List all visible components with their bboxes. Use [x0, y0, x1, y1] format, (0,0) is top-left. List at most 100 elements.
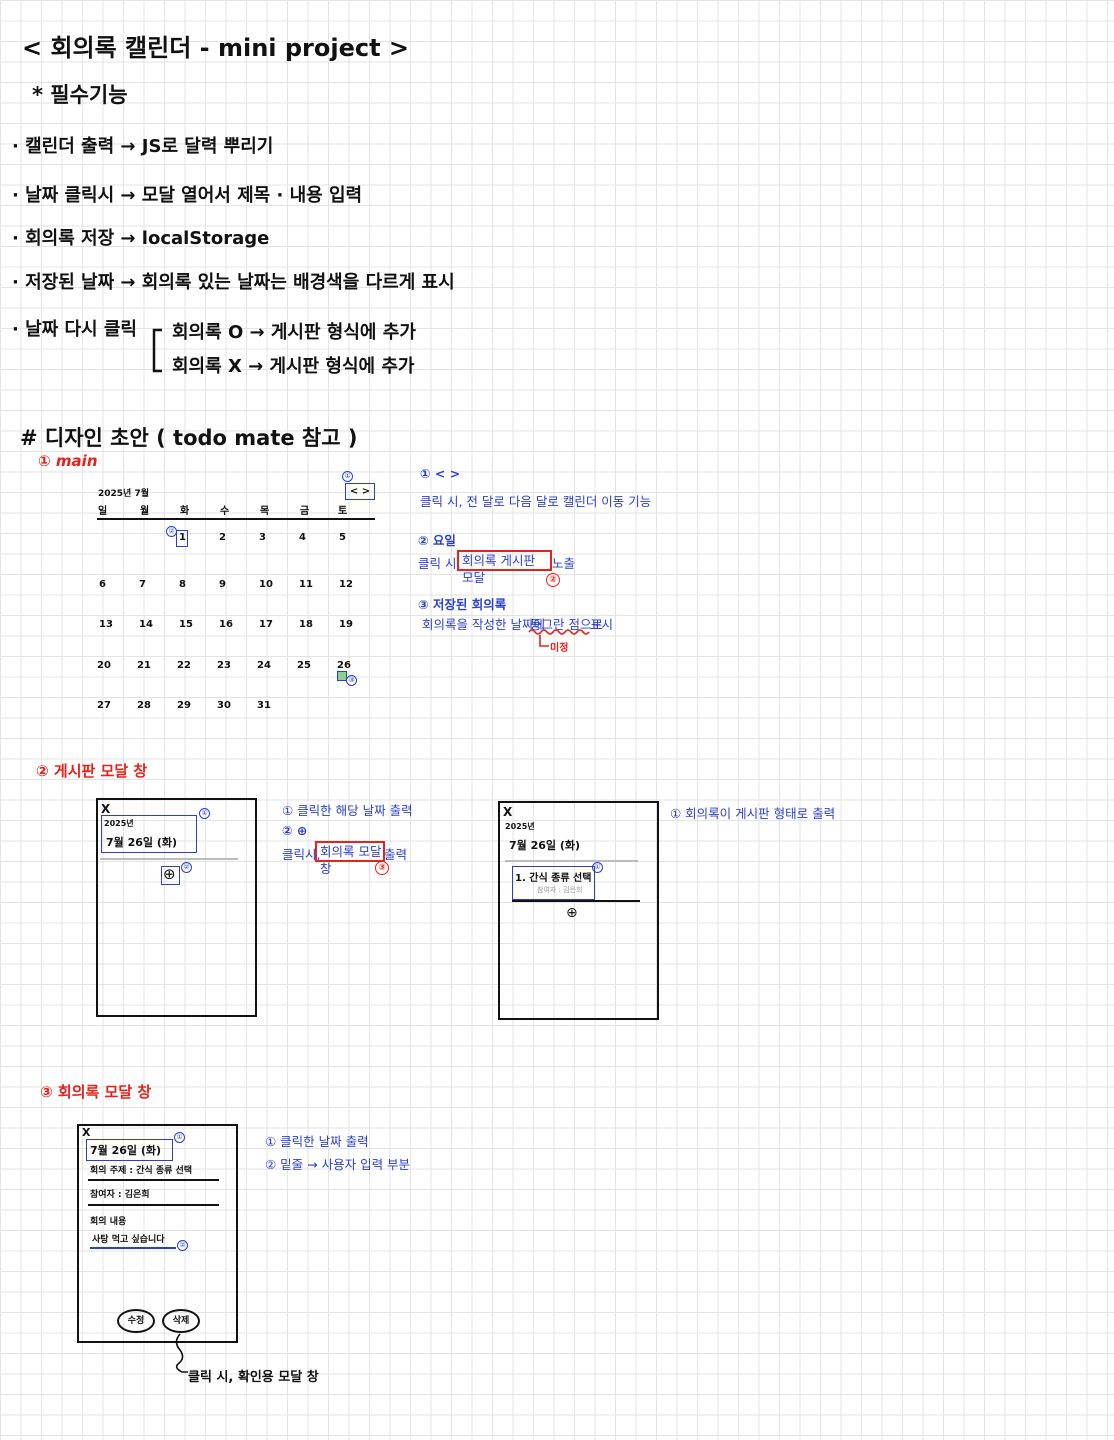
day-cell[interactable]: 18 [299, 619, 313, 630]
minutes-date-box [86, 1139, 173, 1161]
day-cell[interactable]: 8 [179, 579, 186, 590]
brace-icon [152, 328, 162, 373]
branch-with-minutes: 회의록 O → 게시판 형식에 추가 [172, 322, 416, 343]
board-note-2-title: ② ⊕ [282, 823, 308, 838]
day-cell[interactable]: 22 [177, 660, 191, 671]
calendar-nav-buttons[interactable]: < > [345, 483, 375, 500]
day-cell[interactable]: 31 [257, 700, 271, 711]
board-note-2-highlight: 회의록 모달 창 [315, 841, 385, 876]
weekday-tue: 화 [180, 506, 190, 517]
curved-arrow-icon [175, 1333, 188, 1373]
minutes-note-1: ① 클릭한 날짜 출력 [265, 1134, 369, 1149]
calendar-header-divider [97, 518, 375, 520]
branch-without-minutes: 회의록 X → 게시판 형식에 추가 [172, 356, 415, 377]
board-plus-box [161, 866, 180, 885]
pointer-hook-icon [539, 635, 549, 647]
minutes-topic-field[interactable]: 회의 주제 : 간식 종류 선택 [90, 1166, 193, 1176]
day-cell[interactable]: 25 [297, 660, 311, 671]
weekday-fri: 금 [300, 506, 310, 517]
note-2-pre: 클릭 시, [418, 556, 461, 571]
day-cell[interactable]: 30 [217, 700, 231, 711]
note-2-title: ② 요일 [418, 533, 456, 548]
feature-item: · 회의록 저장 → localStorage [12, 228, 270, 249]
board-date: 7월 26일 (화) [106, 836, 178, 849]
day-cell[interactable]: 26 [337, 660, 351, 671]
day-highlight-box [176, 530, 188, 547]
day-cell[interactable]: 23 [217, 660, 231, 671]
feature-item: · 캘린더 출력 → JS로 달력 뿌리기 [12, 136, 274, 157]
board-mark-2: ② [181, 862, 192, 873]
mark-3: ③ [346, 675, 357, 686]
note-3-title: ③ 저장된 회의록 [418, 597, 507, 612]
filled-divider [505, 860, 638, 862]
board-modal-filled [498, 801, 659, 1020]
minutes-modal [77, 1124, 238, 1343]
board-modal-empty [96, 798, 257, 1017]
weekday-sat: 토 [338, 506, 348, 517]
day-cell[interactable]: 29 [177, 700, 191, 711]
day-cell[interactable]: 2 [219, 532, 226, 543]
board-note-1: ① 클릭한 해당 날짜 출력 [282, 803, 413, 818]
mark-1: ① [342, 471, 353, 482]
minutes-participants-field[interactable]: 참여자 : 김은희 [90, 1190, 150, 1200]
main-section-label: ① main [38, 452, 98, 470]
day-cell[interactable]: 7 [139, 579, 146, 590]
day-cell[interactable]: 11 [299, 579, 313, 590]
day-cell[interactable]: 21 [137, 660, 151, 671]
day-cell[interactable]: 14 [139, 619, 153, 630]
design-heading: # 디자인 초안 ( todo mate 참고 ) [20, 426, 358, 450]
minutes-content-field[interactable]: 사탕 먹고 싶습니다 [92, 1235, 165, 1245]
note-1-title: ① < > [420, 466, 461, 481]
day-cell[interactable]: 15 [179, 619, 193, 630]
day-cell[interactable]: 5 [339, 532, 346, 543]
add-minutes-button[interactable]: ⊕ [163, 865, 176, 883]
weekday-mon: 월 [140, 506, 150, 517]
minutes-list-item[interactable] [512, 866, 595, 900]
day-cell[interactable]: 4 [299, 532, 306, 543]
note-2-ref-mark: ② [546, 573, 560, 587]
minutes-item-title: 1. 간식 종류 선택 [515, 873, 592, 884]
board-note-2-post: 출력 [384, 847, 408, 862]
participants-underline [88, 1204, 219, 1206]
day-cell[interactable]: 13 [99, 619, 113, 630]
note-3-sub: 미정 [550, 643, 569, 654]
day-cell[interactable]: 20 [97, 660, 111, 671]
weekday-sun: 일 [98, 506, 108, 517]
minutes-date: 7월 26일 (화) [90, 1144, 162, 1157]
content-underline [90, 1247, 176, 1249]
minutes-item-participant: 참여자 : 김은희 [537, 886, 583, 894]
close-icon[interactable]: X [503, 805, 513, 819]
minutes-note-2: ② 밑줄 → 사용자 입력 부분 [265, 1157, 411, 1172]
day-cell[interactable]: 19 [339, 619, 353, 630]
day-cell[interactable]: 16 [219, 619, 233, 630]
close-icon[interactable]: X [101, 802, 111, 816]
list-underline [512, 900, 640, 902]
day-cell[interactable]: 10 [259, 579, 273, 590]
nav-prev-next-label[interactable]: < > [349, 486, 371, 497]
board-note-2-pre: 클릭시, [282, 847, 321, 862]
delete-button[interactable]: 삭제 [162, 1309, 200, 1333]
filled-note-1: ① 회의록이 게시판 형태로 출력 [670, 806, 836, 821]
note-3-dot-text: 동그란 점으로 [530, 617, 603, 632]
edit-button[interactable]: 수정 [117, 1309, 155, 1333]
day-cell[interactable]: 28 [137, 700, 151, 711]
day-cell[interactable]: 24 [257, 660, 271, 671]
minutes-mark-2: ② [177, 1240, 188, 1251]
day-cell[interactable]: 12 [339, 579, 353, 590]
day-cell[interactable]: 6 [99, 579, 106, 590]
note-2-post: 노출 [552, 556, 576, 571]
feature-item: · 날짜 클릭시 → 모달 열어서 제목 · 내용 입력 [12, 185, 363, 206]
note-1-body: 클릭 시, 전 달로 다음 달로 캘린더 이동 기능 [420, 494, 652, 509]
close-icon[interactable]: X [82, 1126, 91, 1139]
day-cell[interactable]: 3 [259, 532, 266, 543]
note-3-body: 회의록을 작성한 날짜에 [422, 617, 545, 632]
feature-click-again: · 날짜 다시 클릭 [12, 319, 137, 340]
day-cell[interactable]: 1 [179, 532, 186, 543]
add-minutes-button[interactable]: ⊕ [566, 905, 578, 921]
day-cell[interactable]: 27 [97, 700, 111, 711]
board-section-label: ② 게시판 모달 창 [36, 762, 148, 780]
day-cell[interactable]: 17 [259, 619, 273, 630]
weekday-wed: 수 [220, 506, 230, 517]
day-cell[interactable]: 9 [219, 579, 226, 590]
board-date-box [101, 815, 197, 853]
